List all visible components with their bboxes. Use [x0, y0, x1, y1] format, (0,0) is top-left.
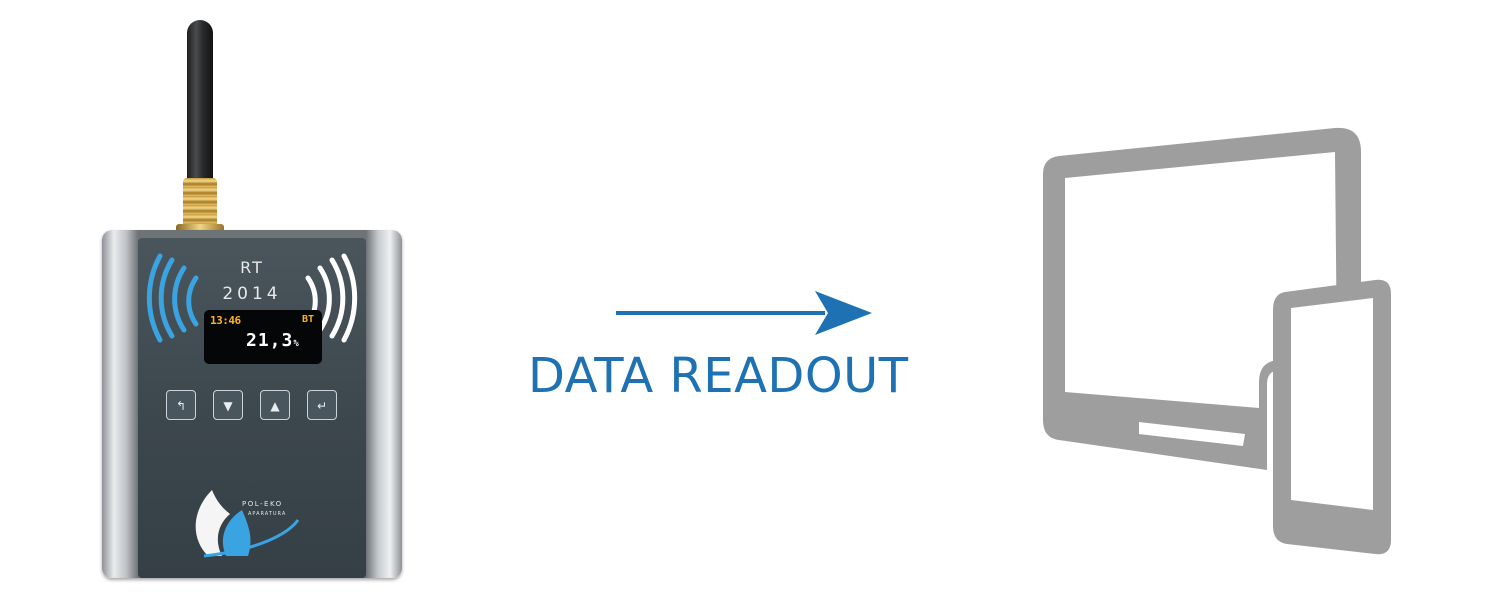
lcd-status-flag: BT [301, 314, 314, 325]
model-name: RT [240, 258, 264, 277]
back-key-button[interactable]: ↰ [166, 390, 196, 420]
right-arrow-icon [616, 291, 872, 335]
keypad: ↰ ▼ ▲ ↵ [166, 390, 342, 422]
lcd-reading-unit: % [293, 339, 300, 349]
enter-key-button[interactable]: ↵ [307, 390, 337, 420]
lcd-reading-value: 21,3 [246, 330, 294, 351]
up-key-button[interactable]: ▲ [260, 390, 290, 420]
model-number: 2014 [222, 284, 282, 304]
wireless-waves-icon [146, 253, 358, 558]
brand-name: POL-EKO [242, 500, 283, 508]
antenna [187, 20, 213, 184]
lcd-time: 13:46 [210, 314, 241, 327]
brand-subtitle: APARATURA [248, 511, 287, 517]
data-logger-device: RT 2014 13:46 BT 21,3% ↰ ▼ ▲ ↵ POL-EKO A… [100, 20, 410, 580]
down-key-button[interactable]: ▼ [213, 390, 243, 420]
data-readout-label: DATA READOUT [528, 348, 909, 404]
tablet-and-phone-icon [1043, 127, 1391, 555]
lcd-display: 13:46 BT 21,3% [204, 310, 322, 364]
lcd-reading: 21,3% [246, 330, 300, 351]
